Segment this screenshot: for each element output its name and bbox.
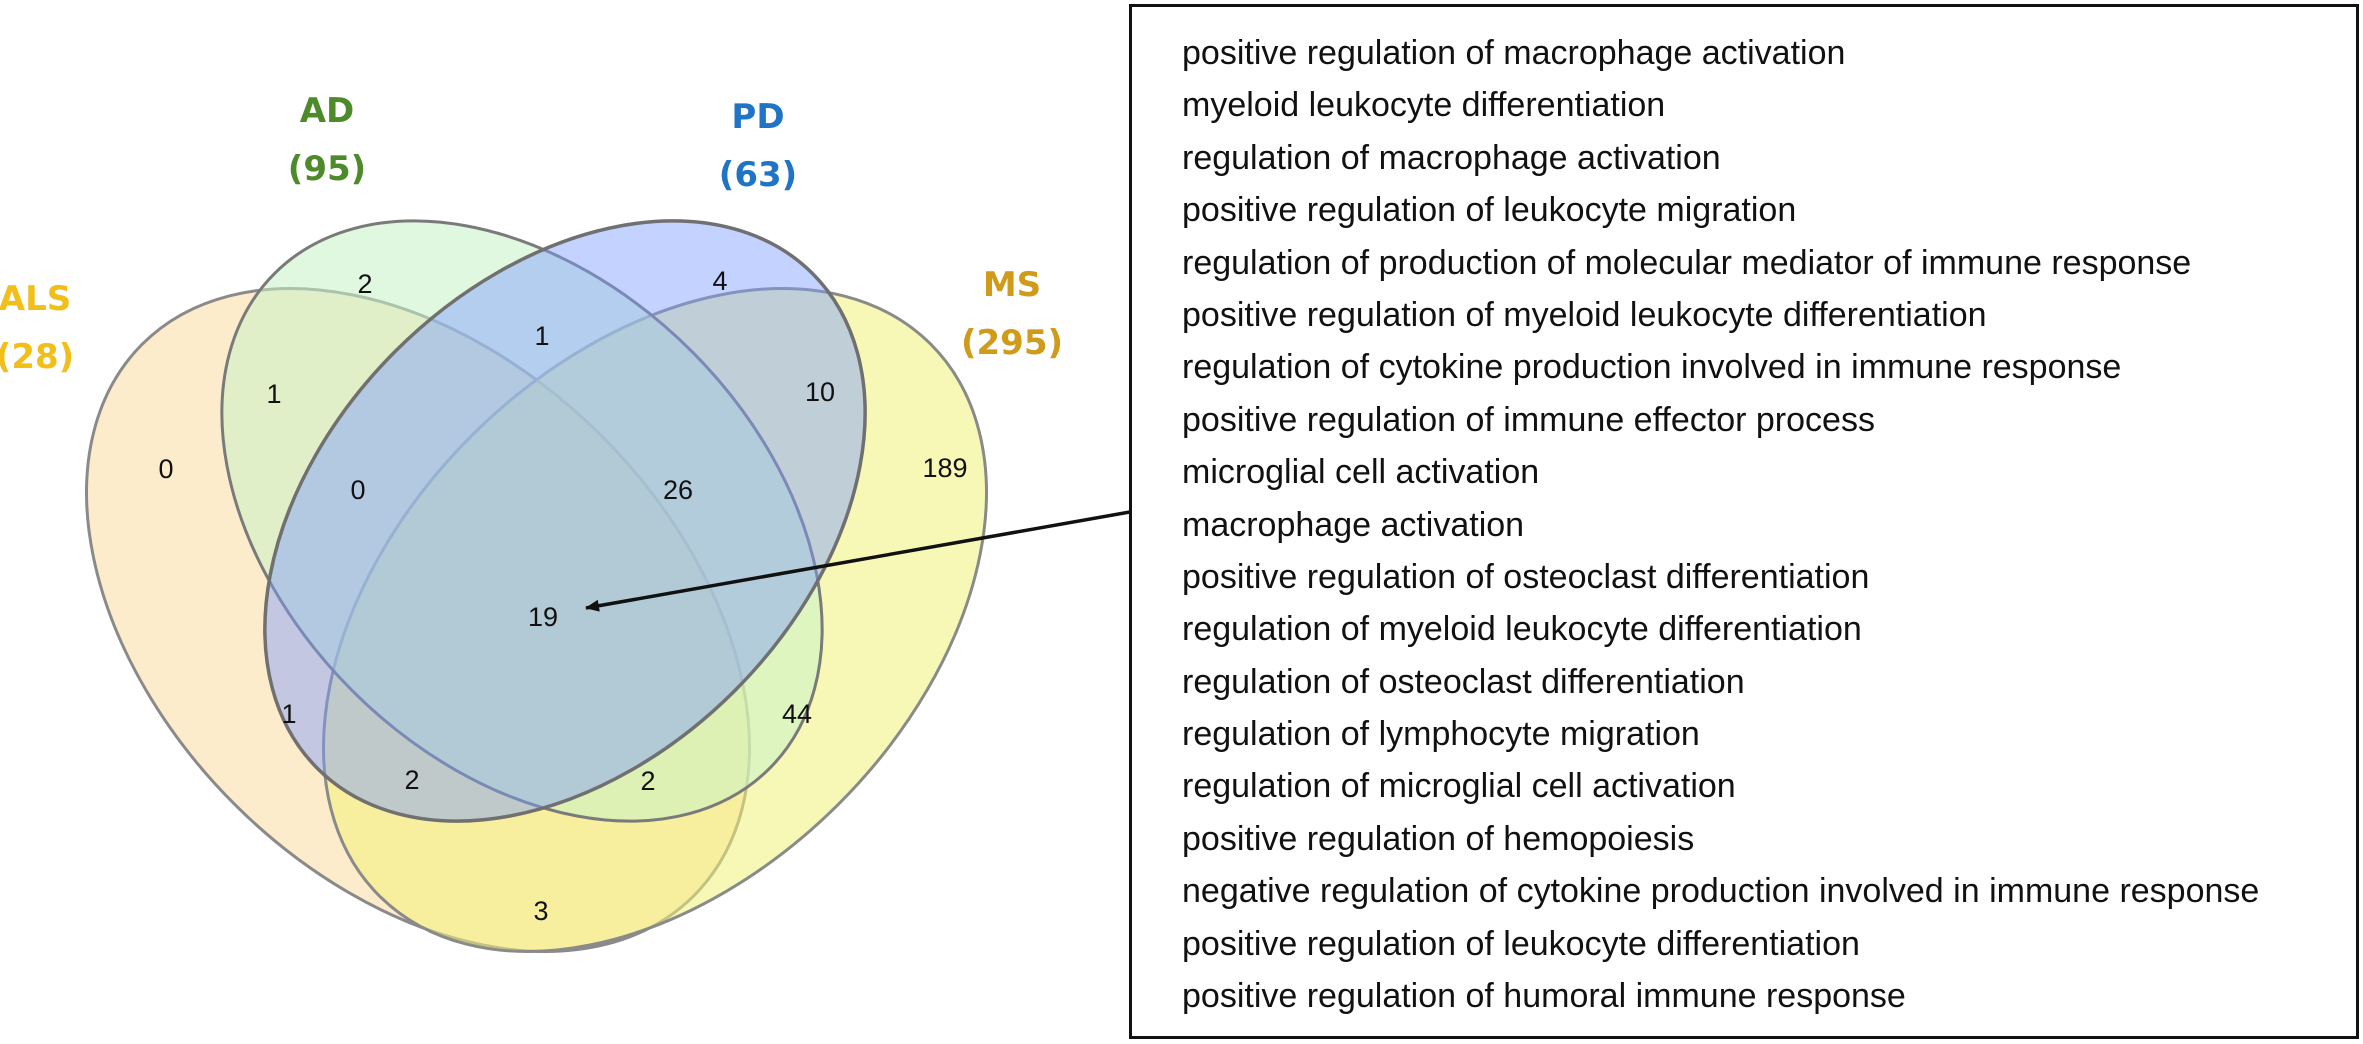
venn-diagram: ALS (28) AD (95) PD (63) MS (295) 2 4 1 … — [0, 91, 1130, 953]
term-item: positive regulation of osteoclast differ… — [1182, 557, 1870, 596]
term-item: positive regulation of myeloid leukocyte… — [1182, 295, 1987, 334]
term-item: positive regulation of macrophage activa… — [1182, 34, 1846, 72]
shared-terms-list: positive regulation of macrophage activa… — [1182, 27, 2356, 1022]
region-als-pd: 1 — [281, 699, 296, 729]
set-label-ms-name: MS — [983, 265, 1041, 305]
term-item: positive regulation of immune effector p… — [1182, 400, 1875, 439]
term-item: regulation of macrophage activation — [1182, 138, 1721, 177]
pointer-arrow — [585, 510, 1130, 612]
region-pd-only: 4 — [712, 266, 727, 296]
term-item: regulation of lymphocyte migration — [1182, 715, 1700, 754]
region-als-ad-ms: 2 — [640, 766, 655, 796]
set-label-ms-count: (295) — [961, 323, 1063, 363]
term-item: negative regulation of cytokine producti… — [1182, 872, 2260, 911]
region-als-only: 0 — [158, 454, 173, 484]
term-item: regulation of cytokine production involv… — [1182, 348, 2122, 387]
set-label-ad-count: (95) — [288, 149, 366, 189]
term-item: positive regulation of leukocyte differe… — [1182, 924, 1860, 963]
term-item: positive regulation of humoral immune re… — [1182, 977, 1906, 1016]
ad-ellipse — [220, 219, 824, 823]
set-label-pd-count: (63) — [719, 155, 797, 195]
term-item: positive regulation of leukocyte migrati… — [1182, 191, 1797, 230]
region-ad-pd-ms: 26 — [663, 475, 693, 505]
term-item: regulation of microglial cell activation — [1182, 767, 1736, 806]
set-label-als-name: ALS — [0, 279, 71, 319]
shared-terms-box: positive regulation of macrophage activa… — [1129, 4, 2359, 1039]
term-item: positive regulation of hemopoiesis — [1182, 819, 1695, 858]
term-item: regulation of production of molecular me… — [1182, 243, 2192, 282]
region-all-four: 19 — [528, 602, 558, 632]
set-label-pd-name: PD — [731, 97, 784, 137]
set-label-ad-name: AD — [300, 91, 355, 131]
region-ad-ms: 44 — [782, 699, 812, 729]
region-als-pd-ms: 2 — [404, 765, 419, 795]
region-als-ad: 1 — [266, 379, 281, 409]
region-ad-only: 2 — [357, 269, 372, 299]
region-pd-ms: 10 — [805, 377, 835, 407]
region-als-ms: 3 — [533, 896, 548, 926]
term-item: macrophage activation — [1182, 505, 1525, 544]
region-ms-only: 189 — [922, 453, 967, 483]
term-item: microglial cell activation — [1182, 453, 1540, 492]
term-item: regulation of osteoclast differentiation — [1182, 662, 1745, 701]
term-item: regulation of myeloid leukocyte differen… — [1182, 610, 1862, 649]
region-als-ad-pd: 0 — [350, 475, 365, 505]
region-ad-pd: 1 — [534, 321, 549, 351]
pd-ellipse — [263, 219, 867, 823]
term-item: myeloid leukocyte differentiation — [1182, 86, 1666, 125]
set-label-als-count: (28) — [0, 337, 74, 377]
